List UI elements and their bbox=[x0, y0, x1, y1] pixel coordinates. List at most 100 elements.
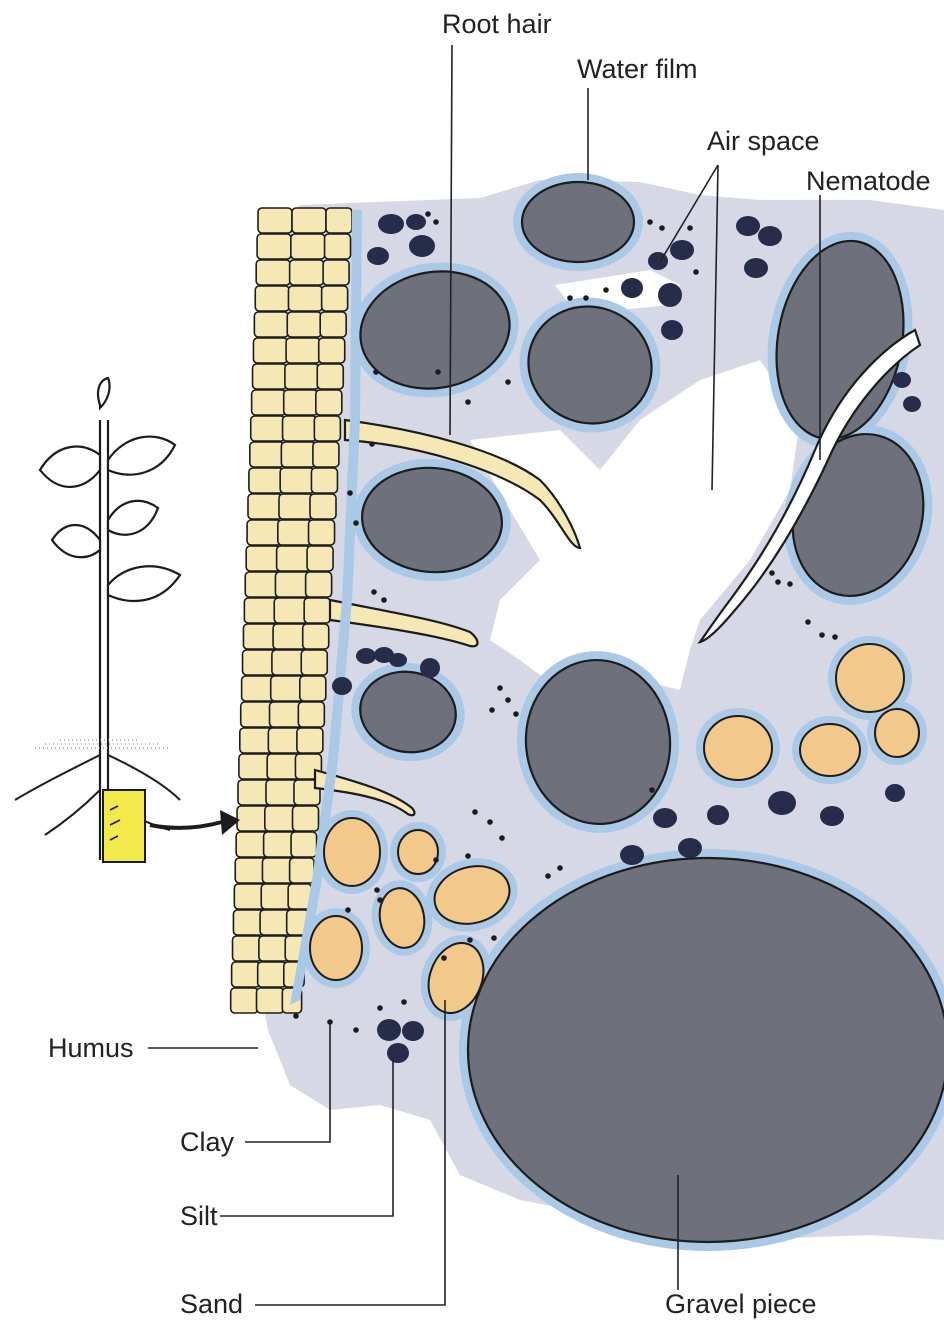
clay-particle bbox=[693, 269, 699, 275]
clay-particle bbox=[659, 225, 665, 231]
clay-particle bbox=[353, 1027, 359, 1033]
root-cell bbox=[254, 312, 288, 337]
clay-particle bbox=[687, 225, 693, 231]
silt-particle bbox=[389, 653, 407, 667]
root-cell bbox=[281, 442, 315, 467]
silt-particle bbox=[420, 658, 440, 678]
clay-particle bbox=[377, 897, 383, 903]
label-water-film: Water film bbox=[577, 54, 698, 84]
root-cell bbox=[301, 650, 327, 675]
root-cell bbox=[320, 312, 346, 337]
clay-particle bbox=[381, 597, 387, 603]
clay-particle bbox=[433, 857, 439, 863]
root-cell bbox=[309, 520, 335, 545]
root-cell bbox=[311, 468, 337, 493]
silt-particle bbox=[758, 226, 782, 246]
clay-particle bbox=[769, 570, 775, 576]
silt-particle bbox=[820, 806, 844, 826]
label-gravel-piece: Gravel piece bbox=[665, 1289, 817, 1319]
label-silt: Silt bbox=[180, 1201, 218, 1231]
clay-particle bbox=[489, 707, 495, 713]
clay-particle bbox=[505, 379, 511, 385]
root-cell bbox=[293, 806, 319, 831]
silt-particle bbox=[744, 258, 768, 278]
root-cell bbox=[310, 494, 336, 519]
root-cell bbox=[283, 416, 317, 441]
silt-particle bbox=[621, 278, 643, 298]
label-air-space: Air space bbox=[707, 126, 820, 156]
plant-leaf bbox=[52, 525, 100, 557]
root-cell bbox=[233, 936, 262, 961]
clay-particle bbox=[603, 287, 609, 293]
clay-particle bbox=[369, 441, 375, 447]
clay-particle bbox=[805, 619, 811, 625]
label-sand: Sand bbox=[180, 1289, 243, 1319]
sand-particle bbox=[704, 716, 772, 780]
plant-leaf bbox=[40, 447, 100, 487]
silt-particle bbox=[409, 235, 435, 257]
clay-particle bbox=[371, 589, 377, 595]
plant-leaf bbox=[98, 378, 110, 408]
root-cell bbox=[304, 598, 330, 623]
silt-particle bbox=[402, 1021, 424, 1041]
silt-particle bbox=[387, 1043, 409, 1063]
label-humus: Humus bbox=[48, 1033, 134, 1063]
root-cell bbox=[314, 416, 340, 441]
root-cell bbox=[248, 494, 282, 519]
root-cell bbox=[277, 546, 311, 571]
sand-particle bbox=[324, 818, 380, 886]
silt-particle bbox=[653, 808, 677, 828]
silt-particle bbox=[678, 838, 702, 858]
root-cell bbox=[317, 364, 343, 389]
clay-particle bbox=[583, 295, 589, 301]
soil-surface-dots bbox=[35, 740, 170, 748]
silt-particle bbox=[893, 372, 911, 388]
clay-particle bbox=[787, 581, 793, 587]
clay-particle bbox=[401, 999, 407, 1005]
silt-particle bbox=[378, 214, 404, 234]
root-cell bbox=[279, 494, 313, 519]
root-cell bbox=[322, 286, 348, 311]
plant-leaf bbox=[108, 566, 180, 601]
clay-particle bbox=[441, 955, 447, 961]
clay-particle bbox=[545, 873, 551, 879]
root-cell bbox=[313, 442, 339, 467]
root-cell bbox=[257, 988, 284, 1013]
silt-particle bbox=[377, 1019, 401, 1041]
silt-particle bbox=[661, 320, 683, 340]
plant-leaf bbox=[108, 501, 158, 535]
silt-particle bbox=[620, 845, 644, 865]
root-cell bbox=[290, 260, 324, 285]
root-cell bbox=[247, 520, 281, 545]
root-cell bbox=[291, 832, 317, 857]
root-cell bbox=[285, 364, 319, 389]
root-cell bbox=[253, 364, 287, 389]
clay-particle bbox=[647, 219, 653, 225]
clay-particle bbox=[497, 685, 503, 691]
magnify-arrow bbox=[150, 822, 222, 828]
clay-particle bbox=[472, 809, 478, 815]
sand-particle bbox=[836, 644, 904, 712]
silt-particle bbox=[670, 240, 694, 260]
root-cell bbox=[255, 286, 289, 311]
clay-particle bbox=[435, 369, 441, 375]
root-cell bbox=[274, 598, 308, 623]
clay-particle bbox=[377, 1005, 383, 1011]
clay-particle bbox=[513, 711, 519, 717]
root-cell bbox=[259, 936, 288, 961]
silt-particle bbox=[332, 677, 352, 695]
sand-particle bbox=[875, 709, 919, 757]
clay-particle bbox=[465, 853, 471, 859]
clay-particle bbox=[832, 634, 838, 640]
root-cell bbox=[252, 390, 286, 415]
root-cell bbox=[288, 286, 322, 311]
root-cell bbox=[326, 208, 352, 233]
root-cell bbox=[316, 390, 342, 415]
clay-particle bbox=[353, 520, 359, 526]
clay-particle bbox=[373, 369, 379, 375]
silt-particle bbox=[885, 784, 905, 802]
root-cell bbox=[258, 962, 286, 987]
clay-particle bbox=[425, 211, 431, 217]
root-cell bbox=[249, 468, 283, 493]
